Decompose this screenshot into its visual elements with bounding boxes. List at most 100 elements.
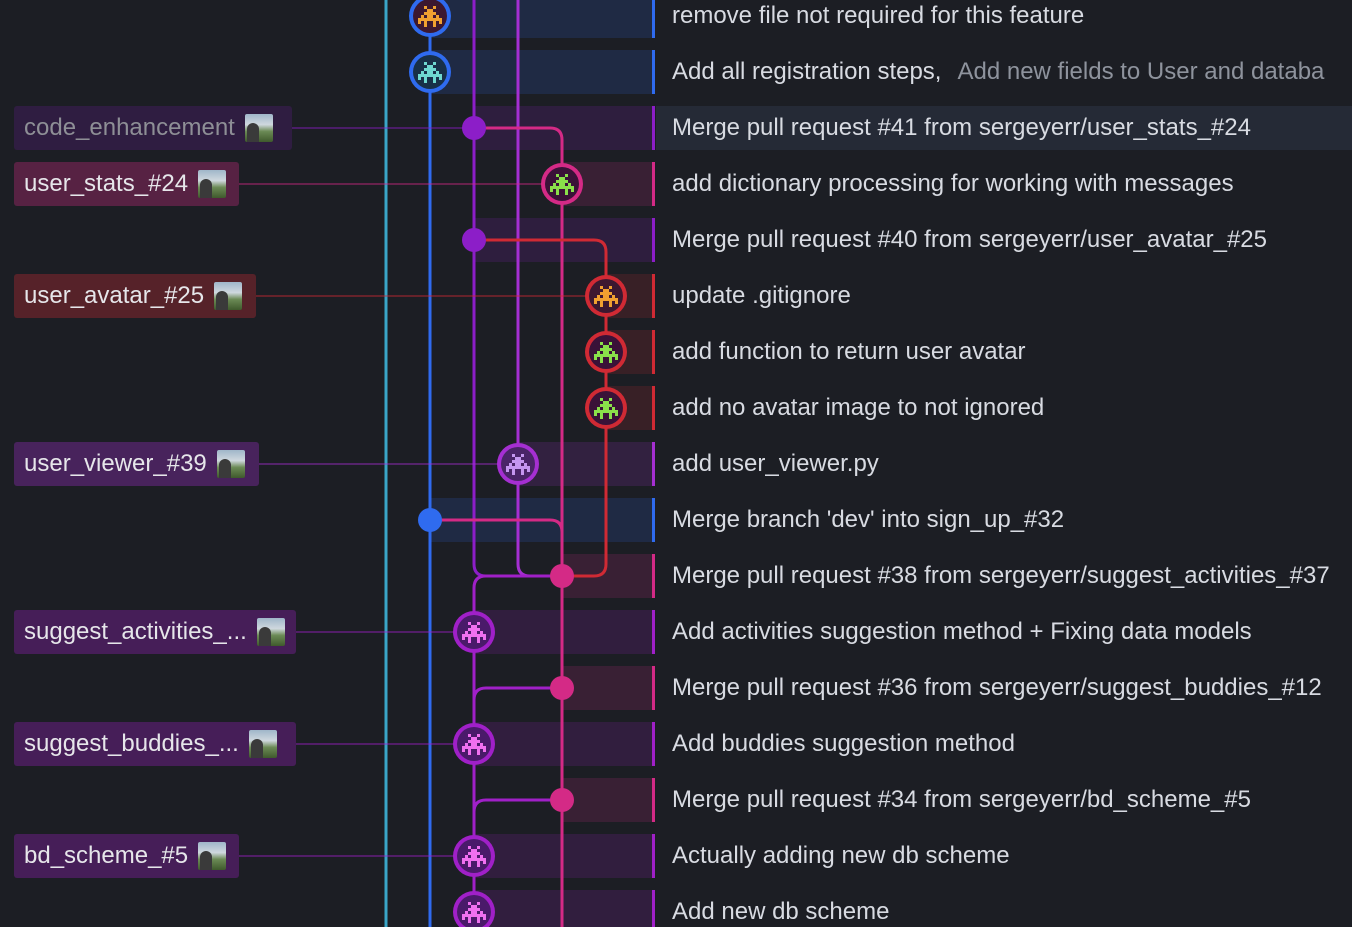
commit-row[interactable]: Add activities suggestion method + Fixin…: [672, 610, 1252, 654]
commit-lane-indicator: [652, 386, 655, 430]
commit-row[interactable]: Add buddies suggestion method: [672, 722, 1015, 766]
commit-row[interactable]: Merge pull request #38 from sergeyerr/su…: [672, 554, 1330, 598]
branch-name: code_enhancement: [24, 114, 235, 141]
commit-lane-indicator: [652, 330, 655, 374]
commit-lane-indicator: [652, 442, 655, 486]
merge-node: [462, 228, 486, 252]
commit-lane-indicator: [652, 666, 655, 710]
branch-name: user_stats_#24: [24, 170, 189, 197]
branch-label[interactable]: user_viewer_#39: [14, 442, 259, 486]
commit-message: Merge pull request #41 from sergeyerr/us…: [672, 114, 1251, 141]
pixel-invader-magenta-icon: [462, 622, 486, 643]
commit-row[interactable]: Add all registration steps, Add new field…: [672, 50, 1324, 94]
commit-message: Add new db scheme: [672, 898, 890, 925]
commit-message: Merge pull request #38 from sergeyerr/su…: [672, 562, 1330, 589]
commit-row[interactable]: add user_viewer.py: [672, 442, 879, 486]
commit-lane-indicator: [652, 554, 655, 598]
commit-row[interactable]: add no avatar image to not ignored: [672, 386, 1044, 430]
commit-row-background: [562, 666, 652, 710]
branch-name: user_viewer_#39: [24, 450, 207, 477]
commit-message-detail: Add new fields to User and databa: [957, 58, 1325, 85]
commit-lane-indicator: [652, 498, 655, 542]
commit-message: add user_viewer.py: [672, 450, 879, 477]
author-avatar: [244, 114, 273, 142]
commit-row[interactable]: add function to return user avatar: [672, 330, 1026, 374]
commit-lane-indicator: [652, 722, 655, 766]
commit-lane-indicator: [652, 274, 655, 318]
merge-curve-dev: [430, 518, 564, 533]
author-avatar: [216, 450, 245, 478]
commit-message: Merge pull request #40 from sergeyerr/us…: [672, 226, 1267, 253]
commit-lane-indicator: [652, 50, 655, 94]
branch-name: suggest_buddies_...: [24, 730, 239, 757]
author-avatar: [256, 618, 285, 646]
author-avatar: [198, 170, 227, 198]
branch-name: bd_scheme_#5: [24, 842, 189, 869]
pixel-invader-magenta-icon: [462, 846, 486, 867]
branch-label[interactable]: code_enhancement: [14, 106, 292, 150]
pixel-invader-magenta-icon: [462, 734, 486, 755]
branch-label[interactable]: user_avatar_#25: [14, 274, 256, 318]
pixel-invader-violet-icon: [506, 454, 530, 475]
commit-row[interactable]: Merge pull request #36 from sergeyerr/su…: [672, 666, 1322, 710]
commit-message: update .gitignore: [672, 282, 851, 309]
commit-message: Add buddies suggestion method: [672, 730, 1015, 757]
branch-label[interactable]: bd_scheme_#5: [14, 834, 239, 878]
commit-lane-indicator: [652, 106, 655, 150]
commit-row-background: [562, 778, 652, 822]
branch-name: suggest_activities_...: [24, 618, 247, 645]
branch-label[interactable]: suggest_activities_...: [14, 610, 296, 654]
commit-message: Actually adding new db scheme: [672, 842, 1010, 869]
commit-lane-indicator: [652, 778, 655, 822]
commit-row[interactable]: Merge pull request #34 from sergeyerr/bd…: [672, 778, 1251, 822]
commit-row-background: [518, 442, 652, 486]
author-avatar: [248, 730, 277, 758]
pixel-invader-magenta-icon: [462, 902, 486, 923]
author-avatar: [198, 842, 227, 870]
merge-node: [462, 116, 486, 140]
commit-message: Merge pull request #36 from sergeyerr/su…: [672, 674, 1322, 701]
commit-lane-indicator: [652, 890, 655, 927]
commit-message: remove file not required for this featur…: [672, 2, 1085, 29]
commit-row[interactable]: Merge branch 'dev' into sign_up_#32: [672, 498, 1064, 542]
merge-node: [418, 508, 442, 532]
pixel-invader-green-icon: [550, 174, 574, 195]
pixel-invader-green-icon: [594, 342, 618, 363]
branch-label[interactable]: suggest_buddies_...: [14, 722, 296, 766]
commit-message: add function to return user avatar: [672, 338, 1026, 365]
pixel-invader-teal-icon: [418, 62, 442, 83]
commit-row[interactable]: remove file not required for this featur…: [672, 0, 1084, 38]
merge-node: [550, 788, 574, 812]
commit-lane-indicator: [652, 218, 655, 262]
commit-message: Merge branch 'dev' into sign_up_#32: [672, 506, 1065, 533]
pixel-invader-orange-icon: [418, 6, 442, 27]
commit-lane-indicator: [652, 834, 655, 878]
commit-row[interactable]: Actually adding new db scheme: [672, 834, 1010, 878]
pixel-invader-green-icon: [594, 398, 618, 419]
commit-message: Add activities suggestion method + Fixin…: [672, 618, 1252, 645]
commit-lane-indicator: [652, 0, 655, 38]
branch-name: user_avatar_#25: [24, 282, 205, 309]
author-avatar: [214, 282, 243, 310]
branch-curve-purple: [472, 686, 562, 701]
pixel-invader-orange-icon: [594, 286, 618, 307]
commit-row[interactable]: Merge pull request #41 from sergeyerr/us…: [656, 106, 1352, 150]
branch-curve-purple: [472, 574, 562, 589]
commit-message: add no avatar image to not ignored: [672, 394, 1045, 421]
commit-lane-indicator: [652, 610, 655, 654]
merge-node: [550, 676, 574, 700]
commit-message: Merge pull request #34 from sergeyerr/bd…: [672, 786, 1251, 813]
commit-row-background: [430, 0, 652, 38]
commit-message: Add all registration steps,: [672, 58, 942, 85]
commit-row[interactable]: update .gitignore: [672, 274, 851, 318]
commit-row[interactable]: Add new db scheme: [672, 890, 889, 927]
commit-row-background: [430, 50, 652, 94]
commit-message: add dictionary processing for working wi…: [672, 170, 1234, 197]
commit-row[interactable]: Merge pull request #40 from sergeyerr/us…: [672, 218, 1267, 262]
merge-node: [550, 564, 574, 588]
commit-lane-indicator: [652, 162, 655, 206]
branch-label[interactable]: user_stats_#24: [14, 162, 239, 206]
commit-row[interactable]: add dictionary processing for working wi…: [672, 162, 1234, 206]
